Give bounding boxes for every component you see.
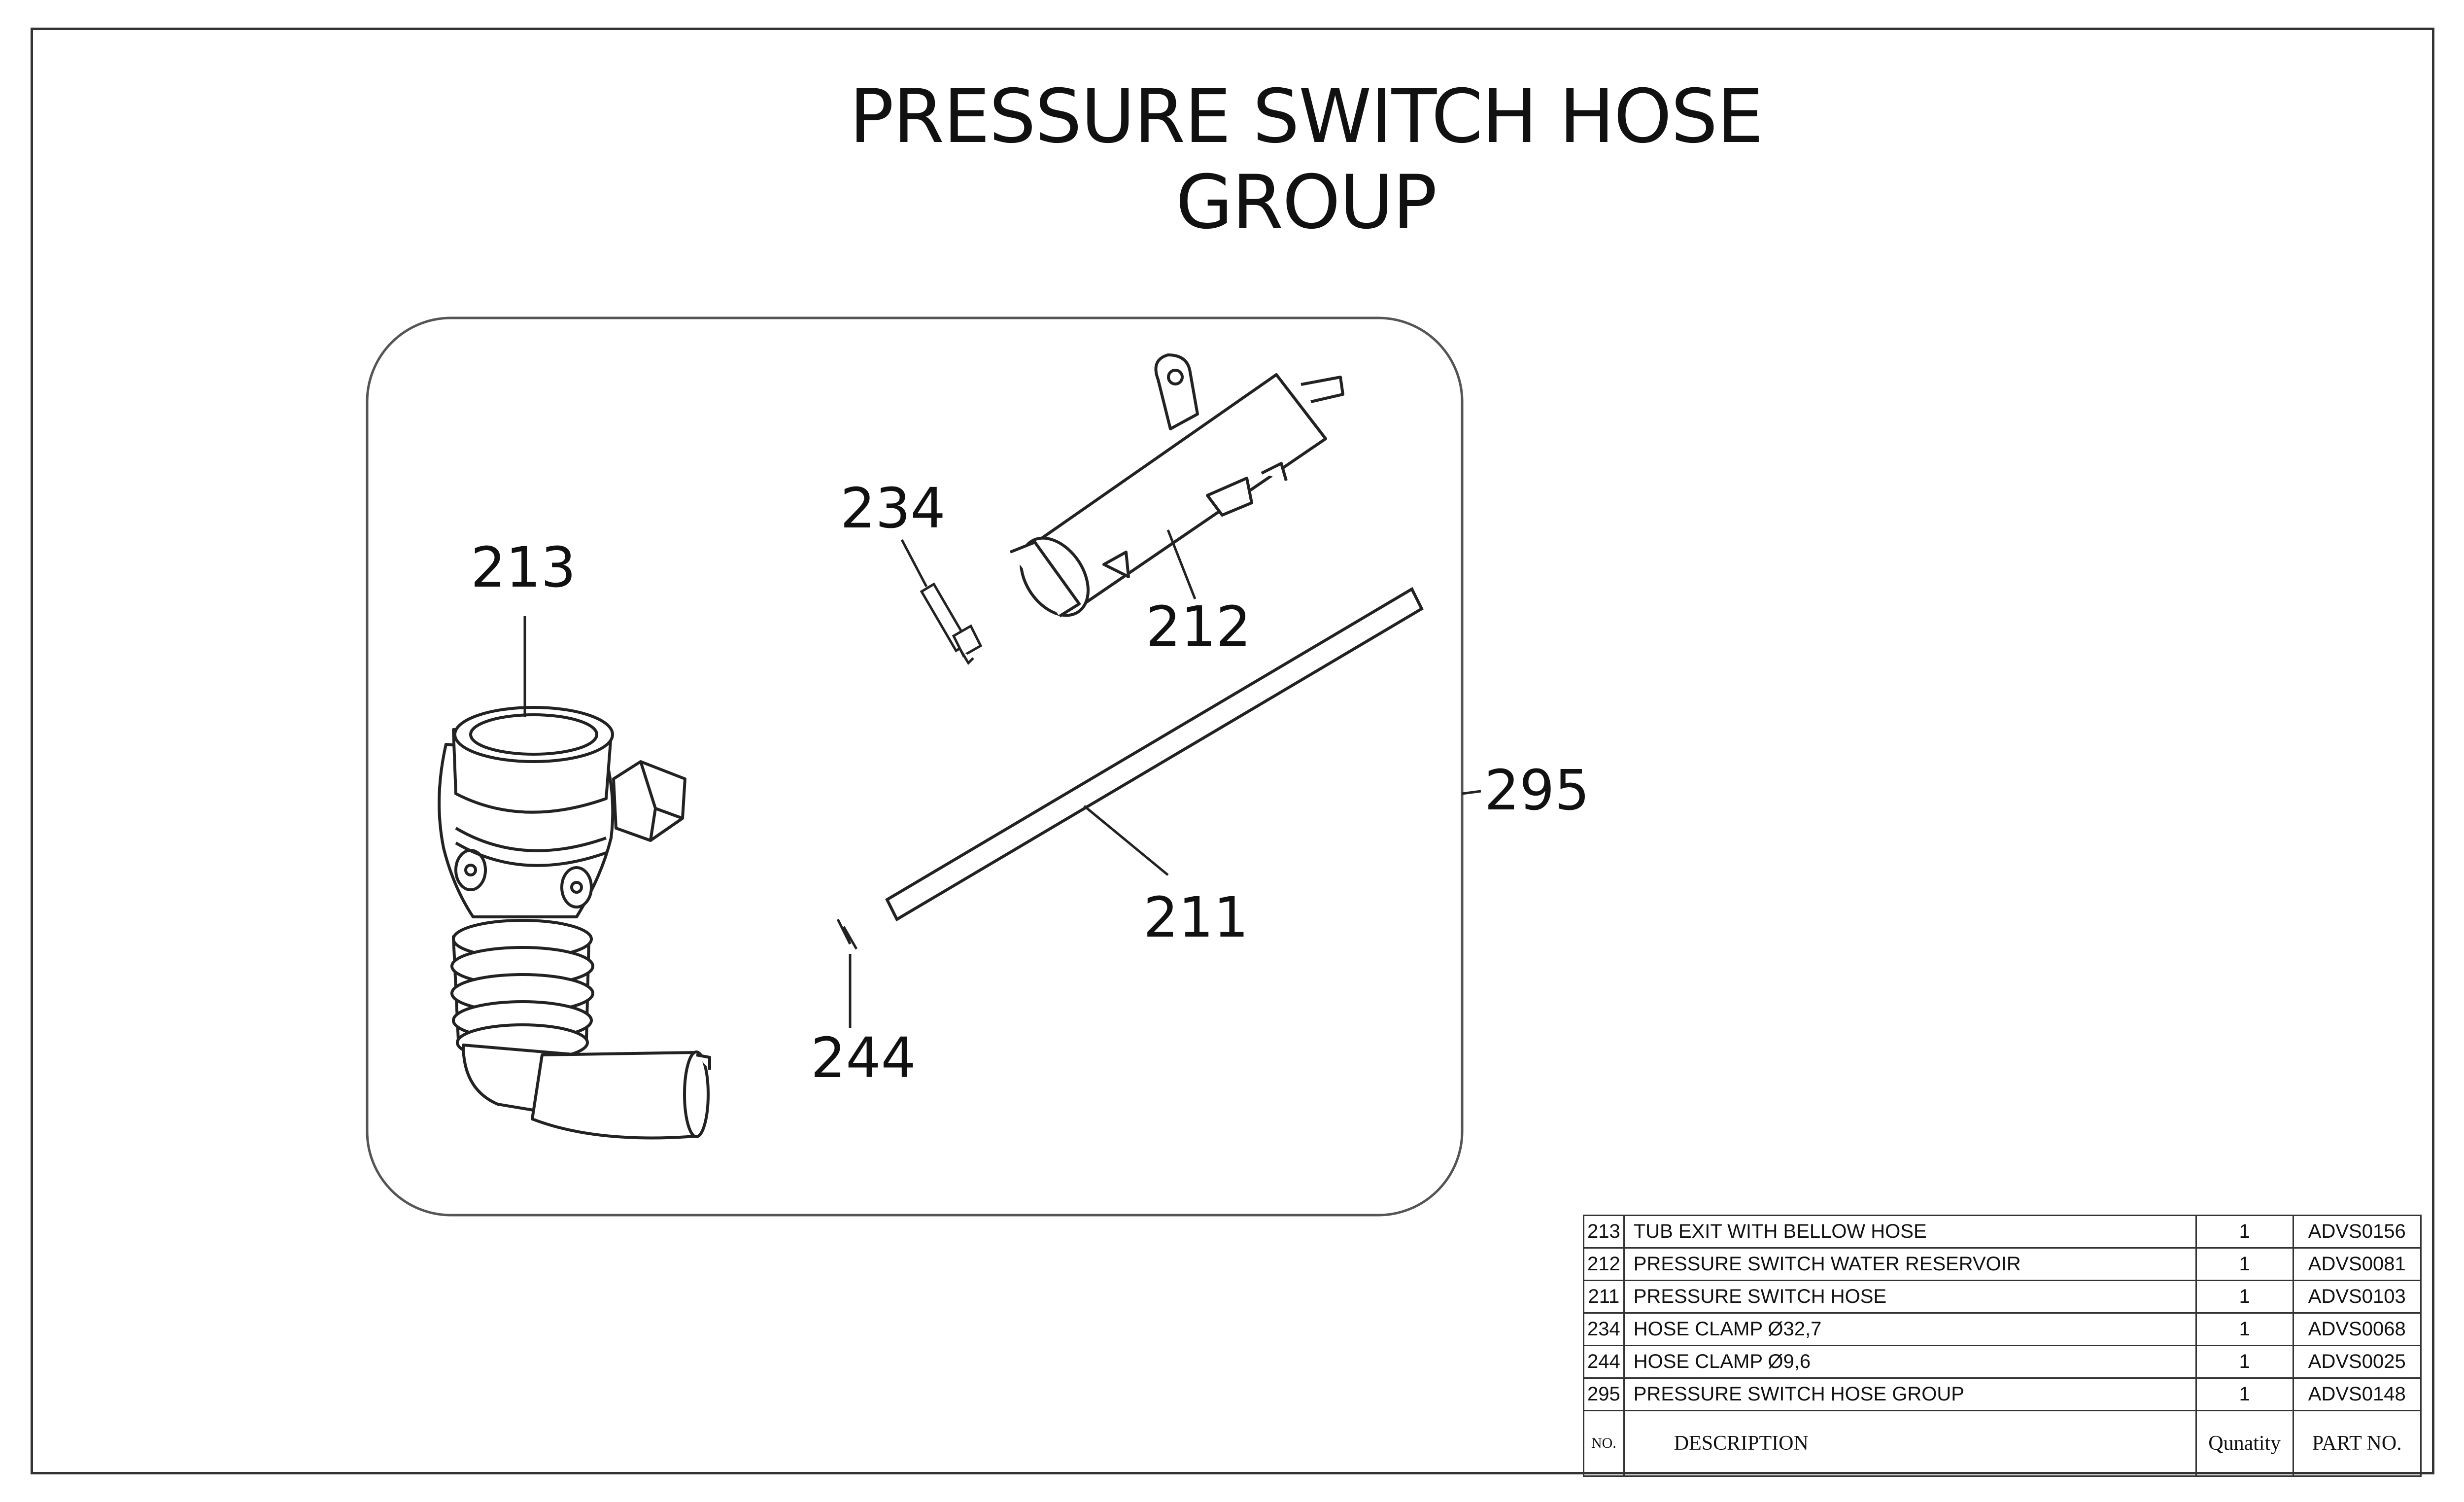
header-description: DESCRIPTION — [1623, 1410, 2197, 1477]
cell-no: 244 — [1583, 1345, 1625, 1379]
cell-part-no: ADVS0156 — [2292, 1215, 2422, 1249]
table-row: 244 HOSE CLAMP Ø9,6 1 ADVS0025 — [1583, 1345, 2422, 1379]
part-211-hose — [885, 587, 1424, 922]
cell-no: 234 — [1583, 1312, 1625, 1346]
part-244-hose-clamp — [836, 918, 858, 950]
cell-no: 295 — [1583, 1377, 1625, 1411]
cell-quantity: 1 — [2195, 1345, 2294, 1379]
group-boundary — [366, 316, 1464, 1217]
header-part-no: PART NO. — [2292, 1410, 2422, 1477]
callout-244: 244 — [811, 1026, 916, 1090]
table-header-row: NO. DESCRIPTION Qunatity PART NO. — [1583, 1410, 2422, 1477]
cell-no: 212 — [1583, 1247, 1625, 1281]
cell-description: HOSE CLAMP Ø32,7 — [1623, 1312, 2197, 1346]
table-row: 213 TUB EXIT WITH BELLOW HOSE 1 ADVS0156 — [1583, 1215, 2422, 1249]
callout-212: 212 — [1146, 595, 1251, 659]
part-212-water-reservoir — [1009, 353, 1344, 618]
leader-211 — [1083, 805, 1169, 876]
cell-part-no: ADVS0025 — [2292, 1345, 2422, 1379]
cell-description: PRESSURE SWITCH HOSE — [1623, 1280, 2197, 1314]
header-no: NO. — [1583, 1410, 1625, 1477]
part-213-tub-exit-bellow-hose — [438, 706, 711, 1140]
leader-212 — [1166, 529, 1197, 599]
page-title: PRESSURE SWITCH HOSE GROUP — [849, 74, 1763, 245]
cell-quantity: 1 — [2195, 1312, 2294, 1346]
cell-no: 211 — [1583, 1280, 1625, 1314]
cell-description: PRESSURE SWITCH WATER RESERVOIR — [1623, 1247, 2197, 1281]
leader-234 — [900, 539, 928, 588]
drawing-frame — [31, 28, 2434, 1474]
cell-quantity: 1 — [2195, 1280, 2294, 1314]
cell-description: PRESSURE SWITCH HOSE GROUP — [1623, 1377, 2197, 1411]
cell-description: TUB EXIT WITH BELLOW HOSE — [1623, 1215, 2197, 1249]
table-row: 234 HOSE CLAMP Ø32,7 1 ADVS0068 — [1583, 1312, 2422, 1346]
callout-234: 234 — [840, 477, 946, 541]
cell-quantity: 1 — [2195, 1247, 2294, 1281]
cell-part-no: ADVS0068 — [2292, 1312, 2422, 1346]
cell-no: 213 — [1583, 1215, 1625, 1249]
cell-description: HOSE CLAMP Ø9,6 — [1623, 1345, 2197, 1379]
cell-part-no: ADVS0081 — [2292, 1247, 2422, 1281]
part-234-hose-clamp — [920, 582, 983, 665]
leader-295 — [1462, 790, 1481, 795]
cell-part-no: ADVS0103 — [2292, 1280, 2422, 1314]
table-row: 212 PRESSURE SWITCH WATER RESERVOIR 1 AD… — [1583, 1247, 2422, 1281]
header-quantity: Qunatity — [2195, 1410, 2294, 1477]
callout-213: 213 — [471, 536, 576, 600]
parts-list-table: 213 TUB EXIT WITH BELLOW HOSE 1 ADVS0156… — [1583, 1215, 2422, 1477]
leader-lines — [523, 529, 1481, 1028]
callout-211: 211 — [1143, 886, 1249, 950]
cell-part-no: ADVS0148 — [2292, 1377, 2422, 1411]
table-row: 211 PRESSURE SWITCH HOSE 1 ADVS0103 — [1583, 1280, 2422, 1314]
cell-quantity: 1 — [2195, 1215, 2294, 1249]
callout-295: 295 — [1484, 759, 1590, 823]
table-row: 295 PRESSURE SWITCH HOSE GROUP 1 ADVS014… — [1583, 1377, 2422, 1411]
cell-quantity: 1 — [2195, 1377, 2294, 1411]
